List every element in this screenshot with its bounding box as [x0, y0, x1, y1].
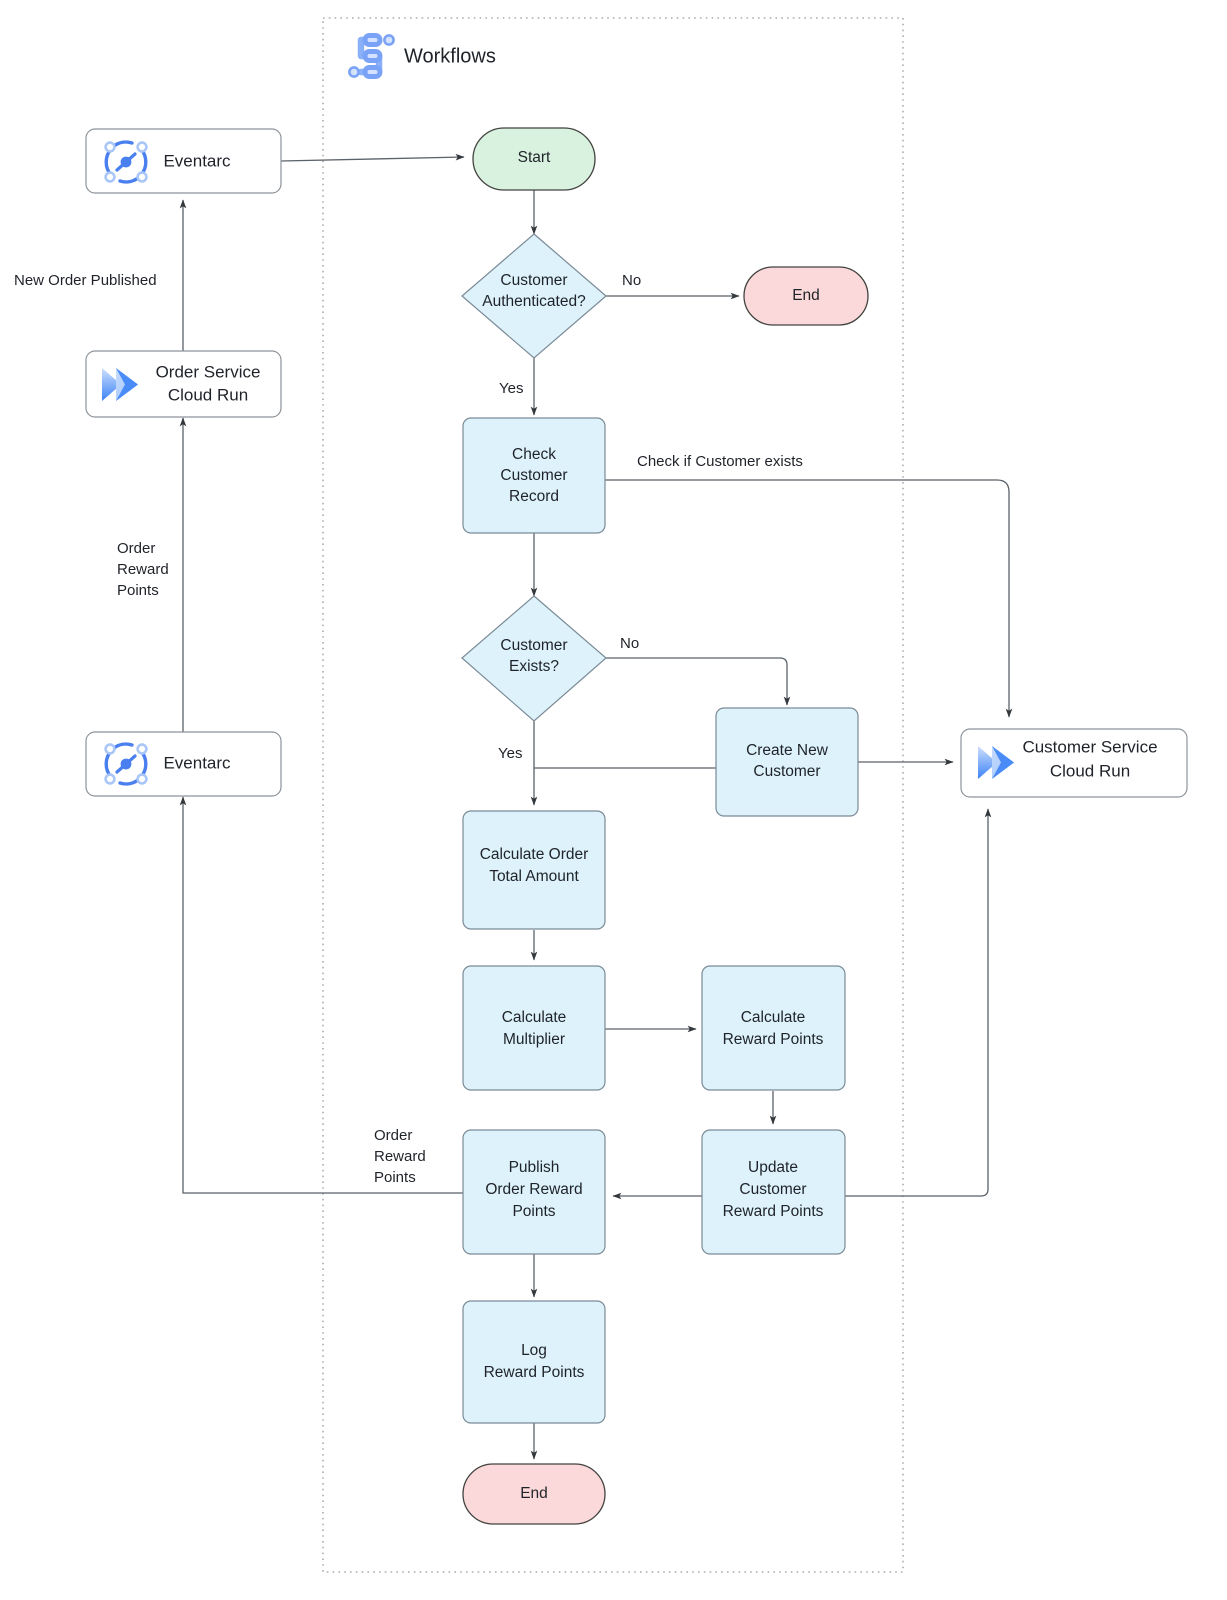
edge-label-order-reward-points-lower-2: Reward — [374, 1148, 426, 1165]
node-label-end-top: End — [792, 287, 820, 304]
node-label-check-record-2: Customer — [500, 467, 567, 484]
edge-update-to-customer-service — [845, 808, 992, 1197]
node-create-new-customer[interactable]: Create New Customer — [715, 707, 859, 817]
edge-label-auth-yes: Yes — [499, 380, 523, 397]
node-label-log-2: Reward Points — [484, 1364, 585, 1381]
node-label-log-1: Log — [521, 1342, 547, 1359]
node-label-exists-2: Exists? — [509, 658, 559, 675]
workflows-icon — [348, 33, 395, 79]
service-node-customer-service[interactable]: Customer Service Cloud Run — [960, 728, 1188, 798]
edge-label-order-reward-points-upper-3: Points — [117, 582, 159, 599]
service-label-customer-service-2: Cloud Run — [1050, 761, 1130, 780]
service-node-eventarc-top[interactable]: Eventarc — [85, 128, 282, 194]
edge-exists-no-to-create-customer — [606, 657, 791, 706]
cloud-run-icon — [102, 368, 138, 401]
workflows-container-label: Workflows — [404, 45, 496, 67]
node-label-create-customer-1: Create New — [746, 742, 829, 759]
edge-label-order-reward-points-lower-3: Points — [374, 1169, 416, 1186]
service-node-eventarc-bottom[interactable]: Eventarc — [85, 731, 282, 797]
node-label-calc-reward-1: Calculate — [741, 1009, 806, 1026]
node-label-exists-1: Customer — [500, 637, 567, 654]
service-node-order-service[interactable]: Order Service Cloud Run — [85, 350, 282, 418]
node-label-multiplier-1: Calculate — [502, 1009, 567, 1026]
node-label-auth-2: Authenticated? — [482, 293, 586, 310]
node-calculate-order-total[interactable]: Calculate Order Total Amount — [462, 810, 606, 930]
node-log-reward-points[interactable]: Log Reward Points — [462, 1300, 606, 1424]
node-label-auth-1: Customer — [500, 272, 567, 289]
node-end-bottom[interactable]: End — [462, 1463, 606, 1525]
node-label-update-3: Reward Points — [723, 1203, 824, 1220]
node-calculate-multiplier[interactable]: Calculate Multiplier — [462, 965, 606, 1091]
edge-label-new-order-published: New Order Published — [14, 272, 157, 289]
node-end-top[interactable]: End — [743, 266, 869, 326]
node-label-check-record-3: Record — [509, 488, 559, 505]
eventarc-icon — [104, 140, 148, 184]
node-label-publish-3: Points — [512, 1203, 555, 1220]
workflows-container — [322, 17, 904, 1573]
eventarc-icon — [104, 742, 148, 786]
node-customer-authenticated[interactable]: Customer Authenticated? — [461, 233, 607, 359]
node-check-customer-record[interactable]: Check Customer Record — [462, 417, 606, 534]
node-customer-exists[interactable]: Customer Exists? — [461, 595, 607, 722]
node-label-calc-reward-2: Reward Points — [723, 1031, 824, 1048]
service-label-eventarc-bottom: Eventarc — [163, 753, 231, 772]
node-label-calc-total-2: Total Amount — [489, 868, 579, 885]
node-update-customer-reward-points[interactable]: Update Customer Reward Points — [701, 1129, 846, 1255]
node-label-publish-2: Order Reward — [485, 1181, 582, 1198]
edge-label-order-reward-points-upper-1: Order — [117, 540, 155, 557]
service-label-eventarc-top: Eventarc — [163, 151, 231, 170]
edge-label-order-reward-points-lower-1: Order — [374, 1127, 412, 1144]
edge-eventarc-to-start — [280, 153, 465, 162]
service-label-order-service-2: Cloud Run — [168, 385, 248, 404]
node-label-multiplier-2: Multiplier — [503, 1031, 565, 1048]
edge-label-exists-no: No — [620, 635, 639, 652]
edge-publish-to-eventarc-bottom — [179, 796, 463, 1194]
edge-label-check-if-customer-exists: Check if Customer exists — [637, 453, 803, 470]
node-label-calc-total-1: Calculate Order — [480, 846, 589, 863]
edge-label-exists-yes: Yes — [498, 745, 522, 762]
node-label-create-customer-2: Customer — [753, 763, 820, 780]
edge-check-record-to-customer-service — [605, 479, 1013, 718]
node-label-start: Start — [518, 149, 551, 166]
service-label-customer-service-1: Customer Service — [1022, 737, 1157, 756]
node-start[interactable]: Start — [472, 127, 596, 191]
edge-label-order-reward-points-upper-2: Reward — [117, 561, 169, 578]
node-label-update-2: Customer — [739, 1181, 806, 1198]
node-calculate-reward-points[interactable]: Calculate Reward Points — [701, 965, 846, 1091]
node-label-end-bottom: End — [520, 1485, 548, 1502]
service-label-order-service-1: Order Service — [156, 362, 261, 381]
cloud-run-icon — [978, 746, 1014, 779]
node-publish-order-reward-points[interactable]: Publish Order Reward Points — [462, 1129, 606, 1255]
node-label-check-record-1: Check — [512, 446, 556, 463]
node-label-publish-1: Publish — [509, 1159, 560, 1176]
node-label-update-1: Update — [748, 1159, 798, 1176]
edge-label-auth-no: No — [622, 272, 641, 289]
